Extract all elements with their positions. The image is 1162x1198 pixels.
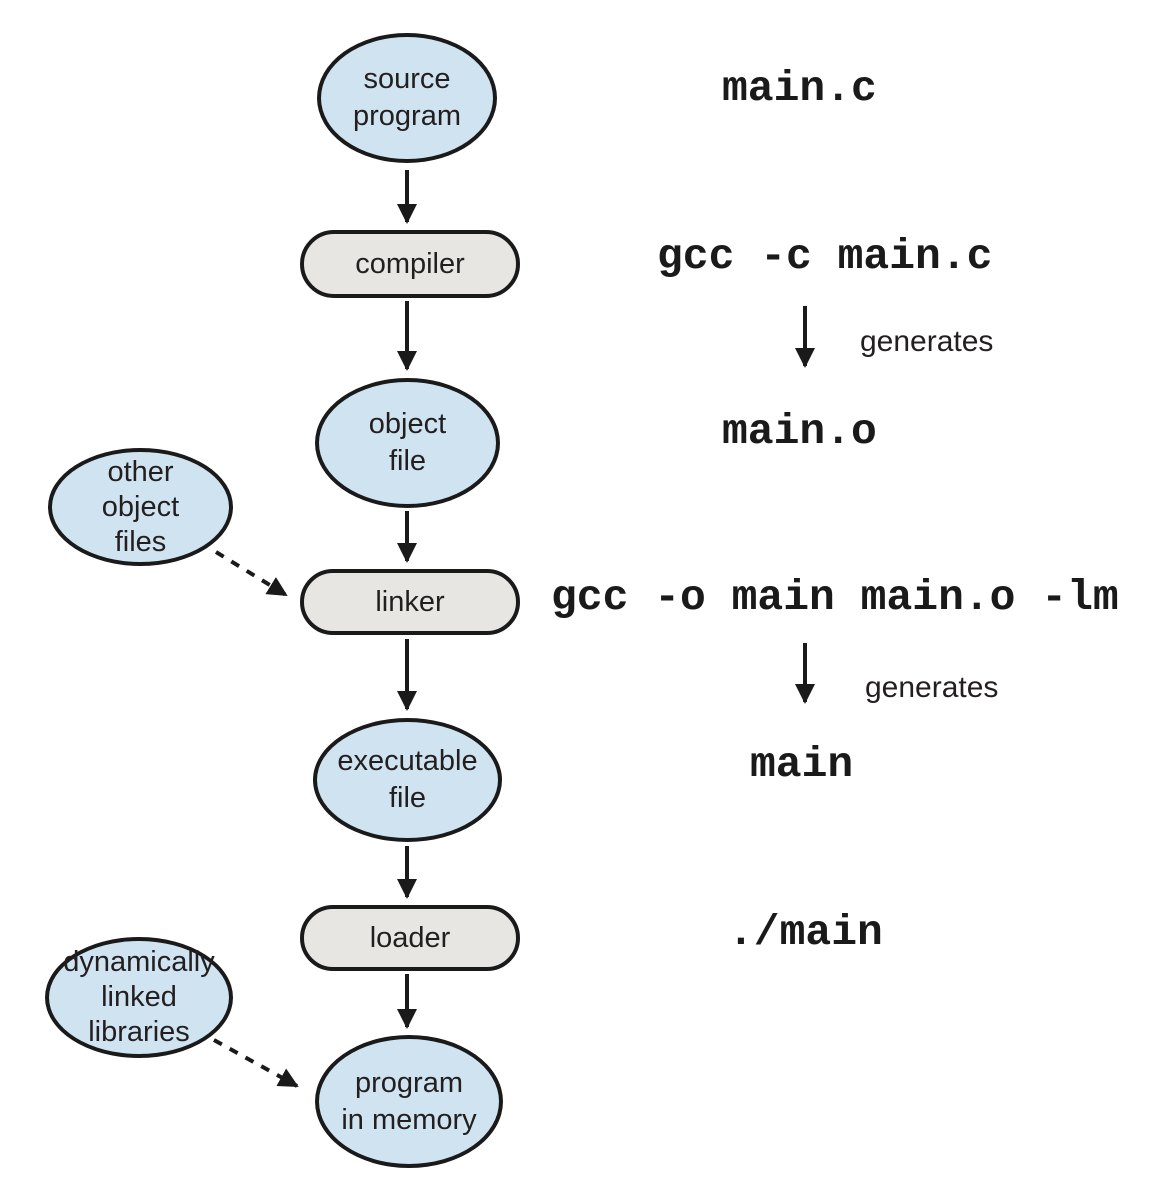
node-other-object-files: other object files xyxy=(48,448,233,566)
node-source-program: source program xyxy=(317,33,497,163)
annotation-generates-2: generates xyxy=(865,671,999,704)
node-executable-file: executable file xyxy=(313,718,502,842)
node-loader-label: loader xyxy=(369,921,451,954)
node-other-object-files-label-line1: other xyxy=(107,455,174,488)
node-dll-label-line2: linked xyxy=(101,981,177,1013)
node-program-in-memory: program in memory xyxy=(315,1035,503,1168)
node-other-object-files-label-line2: object xyxy=(101,490,180,523)
annotation-compile-command: gcc -c main.c xyxy=(657,232,993,281)
node-object-file: object file xyxy=(315,378,500,508)
node-dll-label-line1: dynamically xyxy=(63,946,215,978)
node-other-object-files-label-line3: files xyxy=(114,525,167,558)
node-program-in-memory-label-line1: program xyxy=(355,1066,463,1099)
arrow-dlls-to-program-in-memory xyxy=(213,1038,299,1088)
annotation-link-command: gcc -o main main.o -lm xyxy=(551,573,1119,622)
node-dll-label-line3: libraries xyxy=(88,1016,190,1048)
node-compiler-label: compiler xyxy=(355,247,465,280)
node-object-file-label-line2: file xyxy=(388,445,427,477)
node-loader: loader xyxy=(300,905,520,971)
arrow-other-objects-to-linker xyxy=(214,550,288,597)
annotation-object-output: main.o xyxy=(722,407,877,456)
annotation-run-command: ./main xyxy=(728,908,883,957)
node-dynamically-linked-libraries: dynamically linked libraries xyxy=(45,937,233,1058)
node-object-file-label-line1: object xyxy=(368,408,447,440)
node-executable-file-label-line1: executable xyxy=(337,745,478,777)
node-compiler: compiler xyxy=(300,230,520,298)
annotation-link-output: main xyxy=(750,740,854,789)
annotation-generates-1: generates xyxy=(860,325,994,358)
annotation-source-file: main.c xyxy=(722,64,877,113)
node-source-program-label-line1: source xyxy=(363,63,451,95)
node-executable-file-label-line2: file xyxy=(388,782,427,814)
node-linker: linker xyxy=(300,569,520,635)
node-source-program-label-line2: program xyxy=(353,100,461,132)
node-program-in-memory-label-line2: in memory xyxy=(341,1103,477,1136)
node-linker-label: linker xyxy=(375,585,445,618)
